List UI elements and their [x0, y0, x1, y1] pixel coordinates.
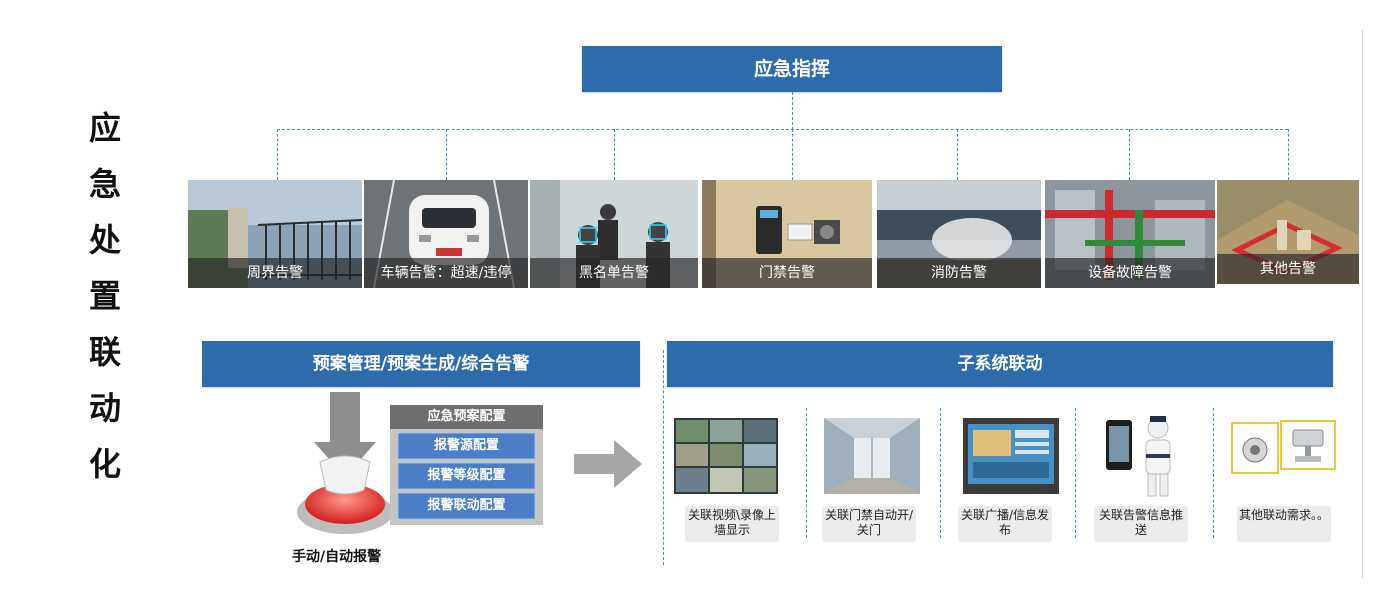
- tree-branch: [614, 129, 615, 180]
- side-title: 应 急 处 置 联 动 化: [80, 100, 130, 492]
- alarm-label: 消防告警: [877, 258, 1041, 288]
- side-title-char: 应: [88, 109, 121, 147]
- alarm-label: 车辆告警：超速/违停: [364, 258, 528, 288]
- side-title-char: 急: [88, 165, 121, 203]
- plan-config-title: 应急预案配置: [390, 405, 543, 429]
- alarm-label: 设备故障告警: [1045, 258, 1215, 288]
- tree-branch: [446, 129, 447, 180]
- side-title-char: 处: [88, 221, 121, 259]
- side-title-char: 联: [88, 333, 121, 371]
- right-divider: [1362, 30, 1363, 578]
- linkage-label: 关联告警信息推送: [1094, 506, 1188, 542]
- item-separator: [940, 408, 941, 538]
- alarm-label: 周界告警: [188, 258, 362, 288]
- alarm-button-icon: [297, 392, 393, 534]
- plan-header: 预案管理/预案生成/综合告警: [202, 341, 640, 387]
- flow-arrow-icon: [574, 440, 642, 488]
- alarm-blacklist: 黑名单告警: [530, 180, 698, 288]
- command-header: 应急指挥: [582, 46, 1002, 92]
- alarm-perimeter: 周界告警: [188, 180, 362, 288]
- video-wall-image: [674, 418, 778, 494]
- plan-config-box: 应急预案配置 报警源配置 报警等级配置 报警联动配置: [390, 405, 543, 525]
- side-title-char: 化: [88, 445, 121, 483]
- tree-branch: [277, 129, 278, 180]
- linkage-label: 关联广播/信息发布: [958, 506, 1052, 542]
- alarm-label: 其他告警: [1217, 254, 1359, 284]
- broadcast-screen-image: [963, 418, 1059, 494]
- tree-branch: [1129, 129, 1130, 180]
- tree-branch: [792, 129, 793, 180]
- section-divider: [663, 350, 664, 565]
- tree-branch: [957, 129, 958, 180]
- alarm-level-config: 报警等级配置: [398, 463, 535, 489]
- linkage-label: 关联门禁自动开/关门: [822, 506, 916, 542]
- alarm-source-config: 报警源配置: [398, 433, 535, 459]
- linkage-label: 其他联动需求。。: [1237, 506, 1331, 542]
- item-separator: [1075, 408, 1076, 538]
- alarm-linkage-config: 报警联动配置: [398, 493, 535, 519]
- alarm-vehicle: 车辆告警：超速/违停: [364, 180, 528, 288]
- alarm-access-control: 门禁告警: [702, 180, 872, 288]
- door-corridor-image: [824, 418, 920, 494]
- other-linkage-image: [1231, 420, 1337, 476]
- alarm-label: 黑名单告警: [530, 258, 698, 288]
- alarm-push-image: [1104, 414, 1178, 498]
- tree-trunk: [792, 92, 793, 130]
- tree-bar: [277, 129, 1288, 130]
- alarm-fire: 消防告警: [877, 180, 1041, 288]
- side-title-char: 动: [88, 389, 121, 427]
- linkage-label: 关联视频\录像上墙显示: [685, 506, 779, 542]
- item-separator: [806, 408, 807, 538]
- alarm-equipment-fault: 设备故障告警: [1045, 180, 1215, 288]
- tree-branch: [1288, 129, 1289, 180]
- manual-auto-alarm-label: 手动/自动报警: [292, 549, 382, 565]
- alarm-label: 门禁告警: [702, 258, 872, 288]
- linkage-header: 子系统联动: [667, 341, 1333, 387]
- alarm-other: 其他告警: [1217, 180, 1359, 284]
- side-title-char: 置: [88, 277, 121, 315]
- item-separator: [1213, 408, 1214, 538]
